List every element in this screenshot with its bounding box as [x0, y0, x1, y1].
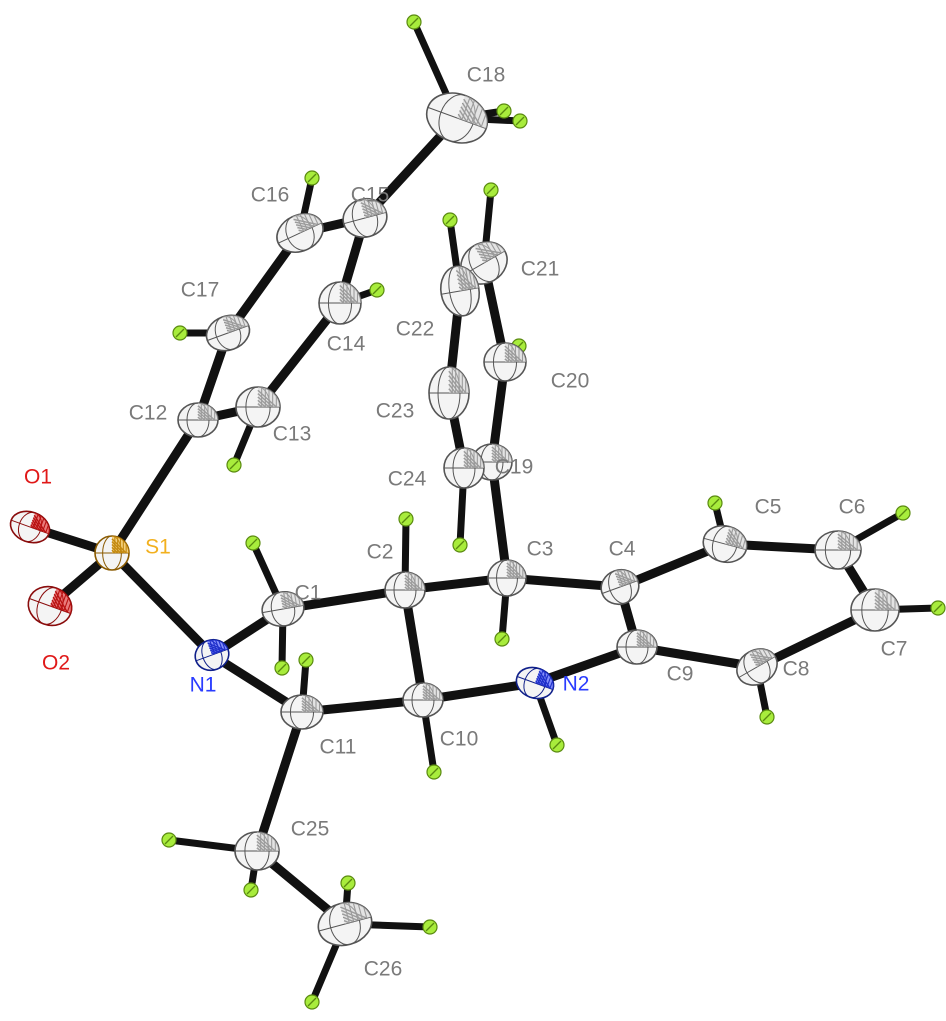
- atom-c16: [276, 212, 324, 254]
- atom-c22: [439, 265, 481, 317]
- bond-s1-n1: [107, 548, 217, 660]
- atom-c23: [428, 366, 470, 420]
- atom-label-c3: C3: [527, 538, 554, 561]
- bond-s1-c12: [107, 415, 203, 558]
- hydrogen-atom: [243, 882, 259, 898]
- atom-c10: [402, 682, 444, 718]
- atom-label-c17: C17: [181, 279, 220, 302]
- atom-label-c21: C21: [521, 258, 560, 281]
- atom-c15: [342, 197, 388, 239]
- hydrogen-atom: [369, 282, 385, 298]
- atom-c20: [483, 342, 527, 382]
- atom-label-c19: C19: [495, 456, 534, 479]
- atom-label-c25: C25: [291, 818, 330, 841]
- atom-c24: [443, 447, 485, 489]
- atom-label-c23: C23: [376, 400, 415, 423]
- atom-label-c9: C9: [667, 663, 694, 686]
- hydrogen-atom: [274, 660, 290, 676]
- hydrogen-atom: [512, 113, 528, 129]
- atom-n1: [194, 638, 230, 672]
- hydrogen-atom: [245, 535, 261, 551]
- hydrogen-atom: [398, 511, 414, 527]
- bond-c13-c14: [253, 298, 345, 412]
- hydrogen-atom: [226, 457, 242, 473]
- atom-c5: [702, 524, 748, 564]
- hydrogen-atom: [426, 764, 442, 780]
- hydrogen-atom: [759, 709, 775, 725]
- atom-c26: [317, 901, 373, 947]
- atom-label-c16: C16: [251, 184, 290, 207]
- atom-label-c12: C12: [129, 402, 168, 425]
- atom-label-c2: C2: [367, 541, 394, 564]
- atom-label-c24: C24: [388, 468, 427, 491]
- hydrogen-atom: [452, 537, 468, 553]
- atom-c7: [850, 588, 900, 632]
- hydrogen-bonds-layer: [165, 18, 942, 1006]
- atom-label-c6: C6: [839, 496, 866, 519]
- atom-c2: [384, 571, 426, 609]
- atom-n2: [515, 666, 555, 700]
- atom-label-c13: C13: [273, 423, 312, 446]
- hydrogen-atoms-layer: [161, 14, 946, 1010]
- atom-label-c15: C15: [351, 184, 390, 207]
- atom-c4: [600, 568, 640, 606]
- hydrogen-atom: [930, 600, 946, 616]
- hydrogen-atom: [298, 652, 314, 668]
- atom-label-c4: C4: [609, 538, 636, 561]
- atom-label-o2: O2: [42, 652, 70, 675]
- bond-c11-c25: [252, 707, 307, 856]
- atom-c8: [736, 648, 778, 686]
- atom-label-c22: C22: [396, 318, 435, 341]
- hydrogen-atom: [172, 325, 188, 341]
- hydrogen-atom: [161, 832, 177, 848]
- hydrogen-atom: [442, 212, 458, 228]
- hydrogen-atom: [304, 170, 320, 186]
- atom-c25: [234, 831, 280, 871]
- atom-c1: [261, 591, 305, 627]
- atom-label-c1: C1: [295, 582, 322, 605]
- atom-c17: [205, 314, 251, 352]
- atom-c9: [616, 629, 658, 665]
- atom-label-c7: C7: [881, 638, 908, 661]
- atom-c3: [487, 559, 527, 597]
- atom-label-o1: O1: [24, 466, 52, 489]
- hydrogen-atom: [422, 919, 438, 935]
- hydrogen-atom: [707, 495, 723, 511]
- atom-label-s1: S1: [145, 536, 171, 559]
- bond-c3-c19: [487, 457, 512, 583]
- atoms-layer: [9, 92, 900, 947]
- hydrogen-atom: [304, 994, 320, 1010]
- hydrogen-atom: [406, 14, 422, 30]
- hydrogen-atom: [549, 737, 565, 753]
- hydrogen-atom: [483, 182, 499, 198]
- hydrogen-atom: [496, 103, 512, 119]
- atom-o1: [9, 510, 51, 544]
- atom-label-n2: N2: [563, 673, 590, 696]
- atom-label-c26: C26: [364, 958, 403, 981]
- atom-label-c18: C18: [467, 64, 506, 87]
- hydrogen-atom: [895, 505, 911, 521]
- atom-label-c10: C10: [440, 728, 479, 751]
- atom-c13: [235, 386, 281, 428]
- atom-label-c8: C8: [783, 658, 810, 681]
- atom-s1: [94, 535, 130, 571]
- atom-c11: [280, 694, 324, 730]
- atom-label-c14: C14: [327, 333, 366, 356]
- atom-c6: [814, 530, 862, 570]
- atom-label-c11: C11: [320, 736, 357, 759]
- atom-label-c5: C5: [755, 496, 782, 519]
- atom-c12: [177, 402, 219, 438]
- hydrogen-atom: [340, 875, 356, 891]
- atom-label-n1: N1: [190, 674, 217, 697]
- atom-c18: [425, 92, 489, 144]
- hydrogen-atom: [494, 631, 510, 647]
- atom-c14: [318, 281, 362, 325]
- atom-o2: [27, 585, 73, 627]
- atom-label-c20: C20: [551, 370, 590, 393]
